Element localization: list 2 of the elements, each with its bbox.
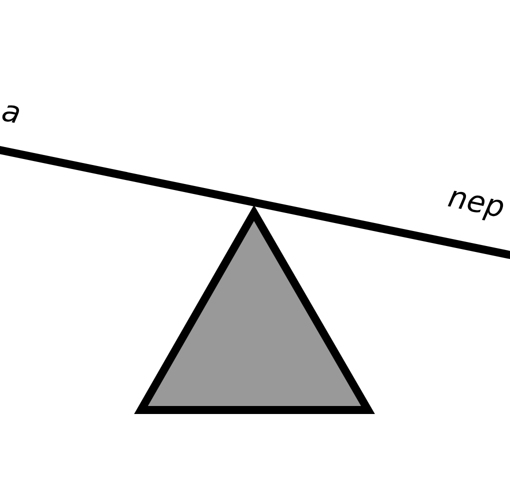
- beam-label: a: [0, 96, 24, 130]
- beam-label: nep: [446, 182, 508, 224]
